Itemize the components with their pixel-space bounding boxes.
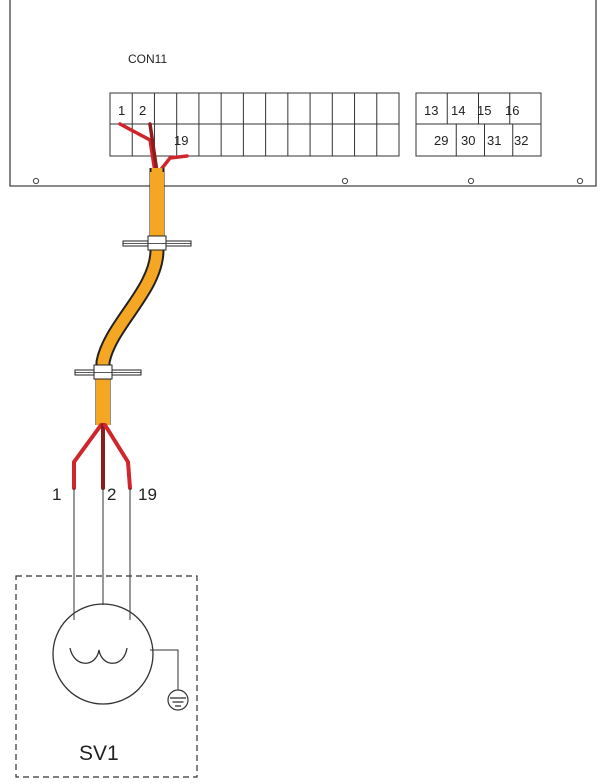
terminal-label-29: 29 xyxy=(434,133,448,148)
valve-label: SV1 xyxy=(79,742,119,765)
terminal-label-32: 32 xyxy=(514,133,528,148)
ground-icon xyxy=(167,689,189,711)
connector-wires xyxy=(118,122,189,174)
terminal-block-left xyxy=(109,92,400,157)
wire-label-19: 19 xyxy=(138,485,157,504)
board-screw-3 xyxy=(467,177,475,185)
valve-enclosure xyxy=(15,575,198,778)
terminal-label-1: 1 xyxy=(118,103,125,118)
cable-outline xyxy=(95,168,165,425)
terminal-label-30: 30 xyxy=(461,133,475,148)
cable-clamp-lower xyxy=(74,364,142,380)
cable-clamp-upper xyxy=(122,235,192,251)
control-board xyxy=(9,0,597,187)
board-screw-2 xyxy=(341,177,349,185)
coil-winding-symbol xyxy=(69,647,128,664)
terminal-block-right xyxy=(415,92,542,157)
terminal-label-16: 16 xyxy=(505,103,519,118)
solenoid-coil xyxy=(52,603,154,705)
wire-label-2: 2 xyxy=(107,485,116,504)
ground-wire xyxy=(150,649,179,690)
terminal-label-31: 31 xyxy=(487,133,501,148)
board-screw-1 xyxy=(32,177,40,185)
cable xyxy=(97,168,163,425)
lower-wires xyxy=(72,423,132,490)
terminal-label-13: 13 xyxy=(424,103,438,118)
terminal-label-19: 19 xyxy=(174,133,188,148)
terminal-label-2: 2 xyxy=(139,103,146,118)
lead-wires xyxy=(73,488,131,620)
terminal-label-15: 15 xyxy=(477,103,491,118)
connector-name: CON11 xyxy=(128,52,167,66)
board-screw-4 xyxy=(576,177,584,185)
terminal-label-14: 14 xyxy=(451,103,465,118)
wire-label-1: 1 xyxy=(52,485,61,504)
